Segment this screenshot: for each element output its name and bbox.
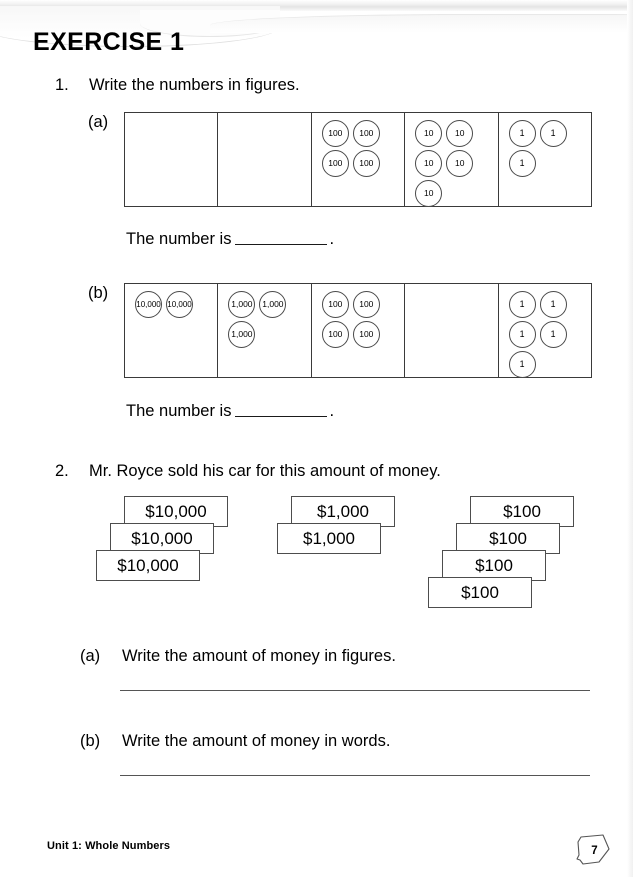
place-value-disc: 1	[508, 291, 536, 318]
question-2a-prompt: Write the amount of money in figures.	[122, 647, 396, 665]
place-value-disc: 10	[446, 120, 474, 147]
money-card: $10,000	[96, 550, 200, 581]
place-value-disc: 10	[415, 120, 443, 147]
page-title: EXERCISE 1	[33, 28, 185, 56]
answer-blank-1b[interactable]	[235, 416, 328, 417]
question-1a-label: (a)	[88, 113, 109, 131]
page-number-badge: 7	[573, 833, 613, 869]
place-value-disc: 100	[352, 321, 380, 348]
place-value-disc: 100	[321, 321, 349, 348]
money-card: $1,000	[277, 523, 381, 554]
money-stack-hundreds: $100$100$100$100	[428, 496, 588, 626]
place-value-disc: 10,000	[166, 291, 193, 318]
page-badge-outline-icon	[576, 834, 610, 865]
place-value-disc: 1	[508, 150, 536, 177]
place-value-disc: 1	[508, 321, 536, 348]
money-card: $100	[428, 577, 532, 608]
answer-blank-1a[interactable]	[235, 244, 328, 245]
place-value-disc: 1	[539, 291, 567, 318]
question-2b-label: (b)	[80, 732, 101, 750]
place-value-disc: 1	[539, 321, 567, 348]
question-2a-label: (a)	[80, 647, 101, 665]
money-card: $10,000	[110, 523, 214, 554]
money-card: $100	[442, 550, 546, 581]
place-value-column-ten-thousands	[125, 113, 219, 206]
question-1-number: 1.	[55, 76, 69, 94]
place-value-disc: 100	[321, 291, 349, 318]
money-stack-ten-thousands: $10,000$10,000$10,000	[96, 496, 256, 596]
page-number-value: 7	[591, 845, 598, 857]
place-value-disc: 1	[539, 120, 567, 147]
place-value-disc: 10	[446, 150, 474, 177]
place-value-disc: 100	[352, 150, 380, 177]
place-value-disc: 10,000	[135, 291, 162, 318]
place-value-disc: 10	[415, 150, 443, 177]
answer-sentence-prefix-1a: The number is	[126, 230, 232, 248]
paper-curl-sweep-right	[210, 14, 633, 33]
place-value-disc: 100	[352, 120, 380, 147]
place-value-disc: 1	[508, 351, 536, 378]
place-value-column-tens	[405, 284, 499, 377]
question-2b-prompt: Write the amount of money in words.	[122, 732, 391, 750]
place-value-column-thousands	[218, 113, 312, 206]
answer-sentence-suffix-1b: .	[329, 402, 335, 420]
place-value-disc: 100	[321, 150, 349, 177]
place-value-disc: 1,000	[228, 291, 256, 318]
question-2-number: 2.	[55, 462, 69, 480]
answer-sentence-prefix-1b: The number is	[126, 402, 232, 420]
place-value-disc: 100	[321, 120, 349, 147]
question-1a-answer-sentence: The number is.	[126, 230, 334, 249]
question-1b-label: (b)	[88, 284, 109, 302]
money-card: $1,000	[291, 496, 395, 527]
place-value-disc: 1,000	[259, 291, 287, 318]
money-stack-thousands: $1,000$1,000	[277, 496, 427, 576]
money-card: $100	[456, 523, 560, 554]
place-value-disc: 10	[415, 180, 443, 207]
answer-line-2b[interactable]	[120, 775, 590, 776]
paper-edge-shadow	[627, 0, 633, 877]
question-2-prompt: Mr. Royce sold his car for this amount o…	[89, 462, 441, 480]
place-value-disc: 1	[508, 120, 536, 147]
answer-line-2a[interactable]	[120, 690, 590, 691]
question-1-prompt: Write the numbers in figures.	[89, 76, 300, 94]
money-card: $100	[470, 496, 574, 527]
paper-curl-band	[0, 0, 633, 11]
footer-unit-label: Unit 1: Whole Numbers	[47, 840, 171, 852]
place-value-disc: 100	[352, 291, 380, 318]
answer-sentence-suffix-1a: .	[329, 230, 335, 248]
question-1b-answer-sentence: The number is.	[126, 402, 334, 421]
place-value-disc: 1,000	[228, 321, 256, 348]
